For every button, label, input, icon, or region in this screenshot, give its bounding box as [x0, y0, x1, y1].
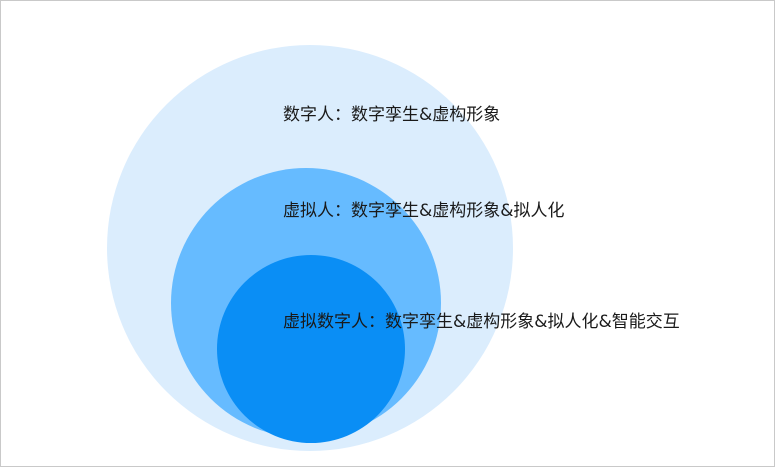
inner-circle: [217, 255, 405, 443]
outer-circle-label: 数字人：数字孪生&虚构形象: [283, 105, 501, 125]
middle-circle-label: 虚拟人：数字孪生&虚构形象&拟人化: [283, 201, 565, 221]
inner-circle-label: 虚拟数字人：数字孪生&虚构形象&拟人化&智能交互: [283, 312, 680, 332]
